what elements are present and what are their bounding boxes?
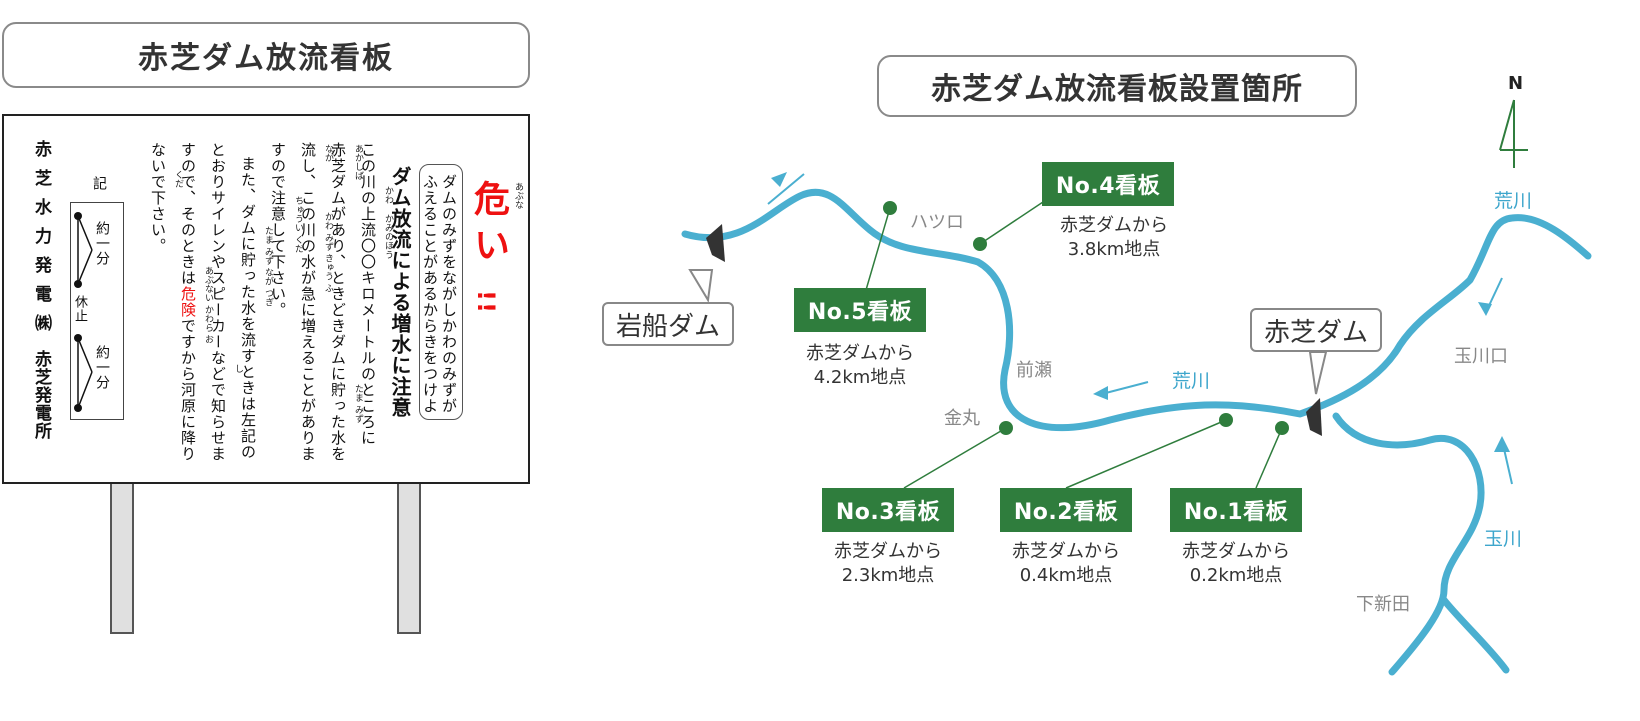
body-line-4: すので注意して下さい。: [269, 142, 287, 318]
place-maese: 前瀬: [1016, 360, 1052, 381]
tamagawa-label: 玉川: [1484, 528, 1523, 550]
place-tamagawaguchi: 玉川口: [1454, 346, 1508, 367]
map-title: 赤芝ダム放流看板設置箇所: [877, 55, 1357, 117]
body-line-8: ないで下さい。: [149, 142, 167, 254]
warning-headline: ダム放流による増水に注意: [388, 166, 412, 418]
tamagawa-river-line: [1332, 412, 1485, 676]
tamagawa-fork-line: [1440, 596, 1510, 674]
body-line-7: すので、そのときは危険ですから河原に降り: [179, 142, 197, 462]
ruby-kuda: くだ: [173, 170, 183, 188]
iwafune-dam-callout: 岩船ダム: [602, 302, 734, 346]
body-line-5: また、ダムに貯った水を流すときは左記の: [239, 156, 257, 460]
place-kanamaru: 金丸: [944, 408, 980, 429]
discharge-sign-board: あぶな 危い !! ダムのみずをながしかわのみずが ふえることがあるからきをつけ…: [2, 114, 530, 484]
danger-exclamation: !!: [472, 290, 500, 314]
body-line-1: この川の上流〇〇キロメートルのところに: [359, 142, 377, 446]
rest-label: 休止: [72, 295, 87, 323]
arakawa-upper-label: 荒川: [1494, 190, 1533, 212]
body-line-2: 赤芝ダムがあり、ときどきダムに貯った水を: [329, 142, 347, 462]
akashiba-dam-icon: [1306, 398, 1322, 436]
north-label: N: [1508, 73, 1524, 94]
signal-chart-lines: [74, 212, 93, 412]
sign-no4: No.4看板: [1042, 162, 1174, 206]
akashiba-dam-callout: 赤芝ダム: [1250, 308, 1382, 352]
arakawa-river-line: [681, 188, 1592, 432]
signal-chart-box: 約一分 休止 約一分: [70, 202, 124, 420]
plant-name: 赤芝発電所: [31, 350, 51, 440]
danger-ruby: あぶな: [513, 182, 523, 209]
intro-line-1: ダムのみずをながしかわのみずが: [440, 174, 458, 414]
sign-no5: No.5看板: [794, 288, 926, 332]
body-line-3: 流し、この川の水が急に増えることがありま: [299, 142, 317, 462]
interval-1-label: 約一分: [94, 221, 110, 266]
intro-line-2: ふえることがあるからきをつけよ: [421, 174, 439, 414]
body-line-6: とおりサイレンやスピーカーなどで知らせま: [209, 142, 227, 462]
board-post-right: [397, 482, 421, 634]
ruby-chuui-kuda: ちゅうい くだ: [293, 196, 303, 253]
intro-bracket: [419, 164, 463, 420]
place-shimoniida: 下新田: [1356, 594, 1410, 615]
sign-no1: No.1看板: [1170, 488, 1302, 532]
arakawa-mid-label: 荒川: [1172, 370, 1211, 392]
ruby-kaminohou: かみのほう: [383, 214, 393, 259]
ruby-tama-mizu-naga-tsugi: たま みず なが つぎ: [263, 226, 273, 307]
sign-no2: No.2看板: [1000, 488, 1132, 532]
ruby-shi: し: [233, 364, 243, 373]
ruby-kawa: かわ: [383, 186, 393, 204]
sign-board-title: 赤芝ダム放流看板: [2, 22, 530, 88]
notes-label: 記: [91, 176, 107, 191]
company-name: 赤芝水力発電㈱: [31, 140, 51, 343]
board-post-left: [110, 482, 134, 634]
ruby-kawa-mizu-kyuu-fu: かわ みず きゅう ふ: [323, 212, 333, 293]
place-hatsuro: ハツロ: [910, 212, 964, 233]
ruby-tama-mizu: たま みず: [353, 384, 363, 423]
interval-2-label: 約一分: [94, 345, 110, 390]
north-arrow-icon: [1499, 99, 1528, 168]
ruby-akashiba: あかしば: [353, 144, 363, 180]
sign-no3: No.3看板: [822, 488, 954, 532]
iwafune-dam-icon: [706, 224, 725, 262]
ruby-nagashi: なが: [323, 144, 333, 162]
ruby-abunai-kawara-o: あぶない かわら お: [203, 266, 213, 344]
danger-word: 危い: [468, 180, 509, 272]
